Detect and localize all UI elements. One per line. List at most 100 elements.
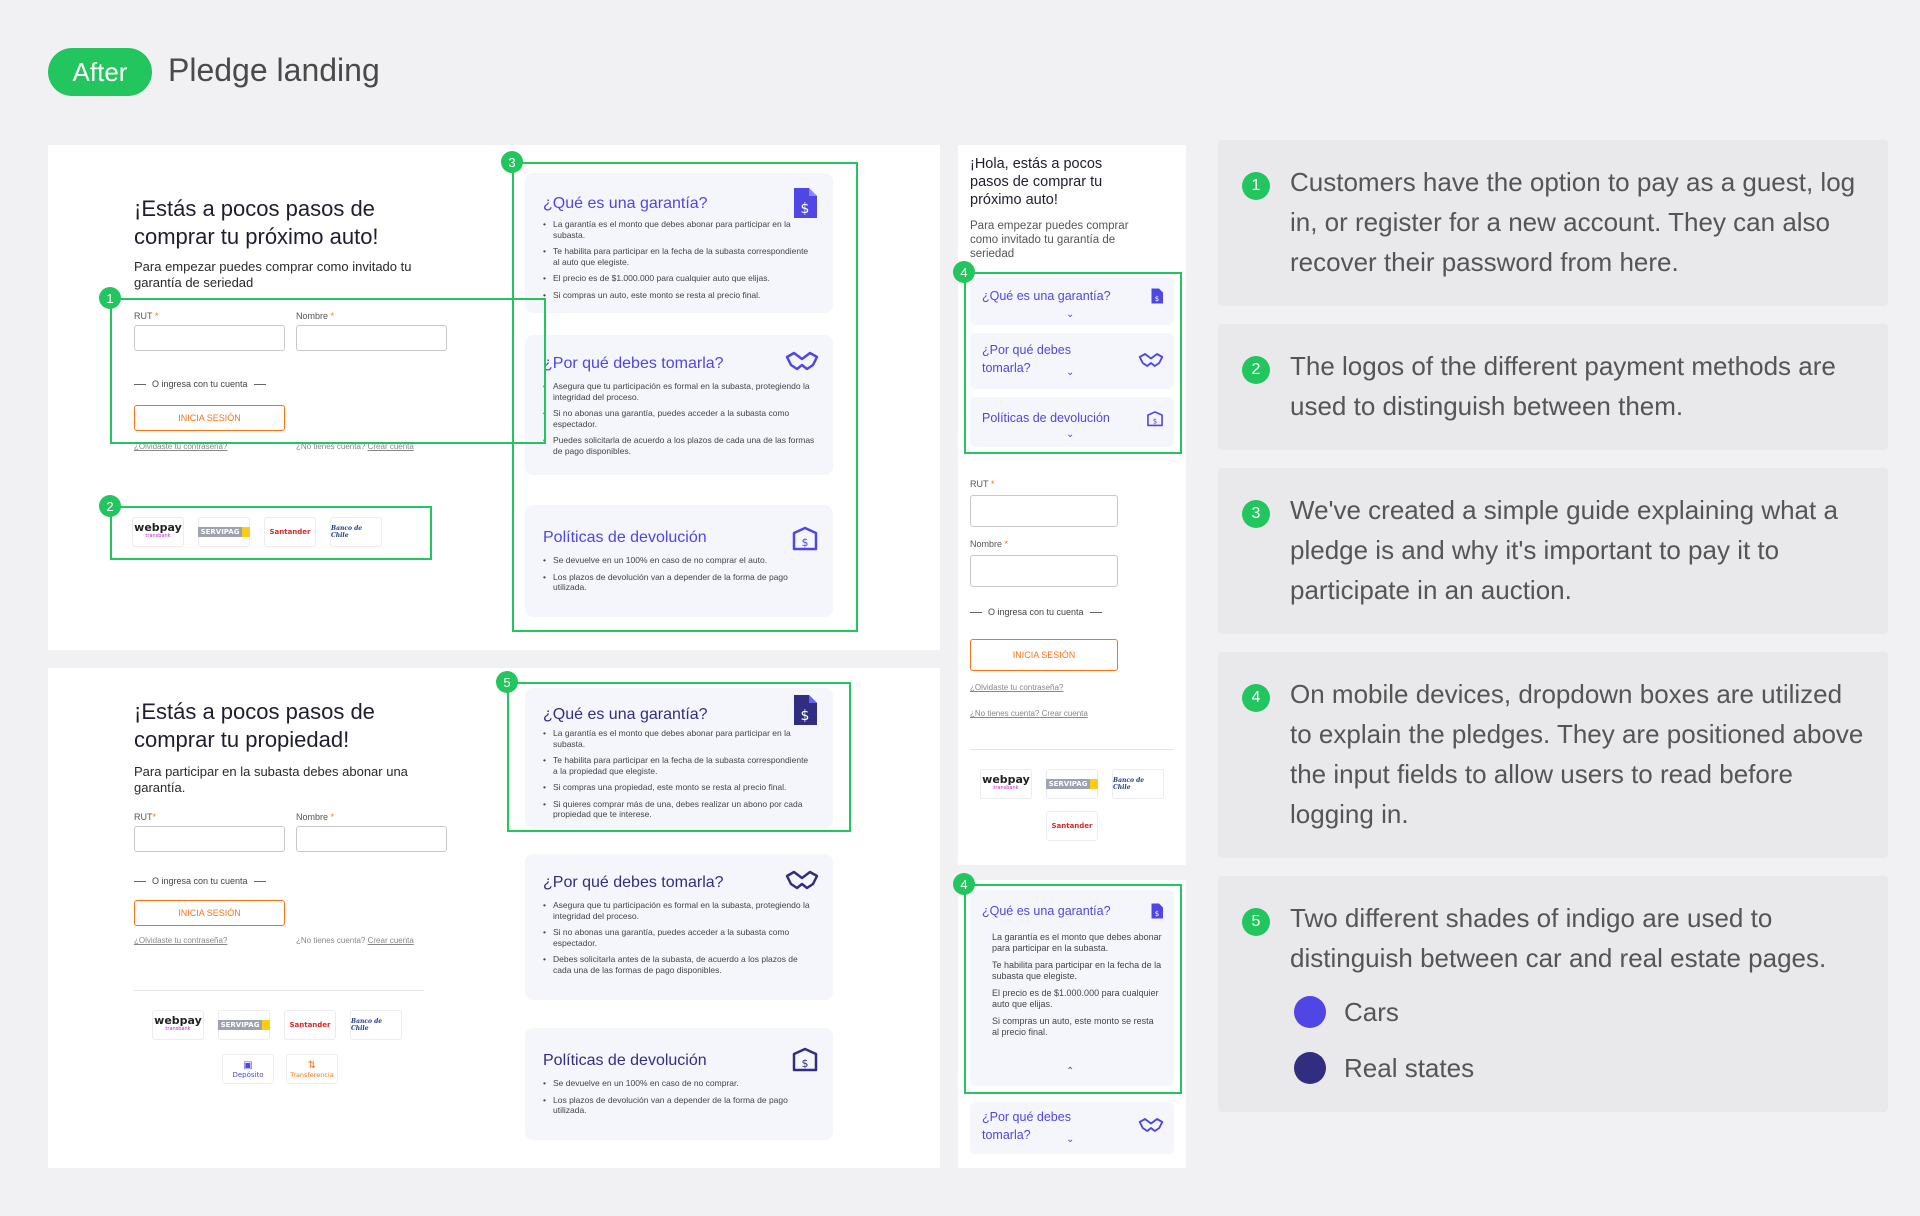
rut-input[interactable] bbox=[970, 495, 1118, 527]
servipag-logo[interactable]: SERVIPAG bbox=[1045, 769, 1099, 799]
guide-card-title: ¿Qué es una garantía? bbox=[543, 706, 708, 723]
nombre-input[interactable] bbox=[970, 555, 1118, 587]
divider bbox=[970, 749, 1174, 750]
rut-input[interactable] bbox=[134, 325, 285, 351]
rut-input[interactable] bbox=[134, 826, 285, 852]
list-item: Asegura que tu participación es formal e… bbox=[543, 900, 815, 921]
list-item: El precio es de $1.000.000 para cualquie… bbox=[992, 988, 1159, 1009]
note-number: 5 bbox=[1242, 908, 1270, 936]
create-account-link[interactable]: Crear cuenta bbox=[367, 442, 414, 451]
refund-box-icon: $ bbox=[1147, 411, 1163, 427]
list-item: Te habilita para participar en la fecha … bbox=[992, 960, 1162, 981]
nombre-input[interactable] bbox=[296, 826, 447, 852]
car-form-title: ¡Estás a pocos pasos de comprar tu próxi… bbox=[134, 196, 379, 249]
accordion-what-is-pledge[interactable]: ¿Qué es una garantía? $ ⌄ bbox=[970, 277, 1174, 325]
marker-3: 3 bbox=[501, 151, 523, 173]
note-2: 2 The logos of the different payment met… bbox=[1218, 324, 1888, 450]
forgot-password-link[interactable]: ¿Olvidaste tu contraseña? bbox=[970, 683, 1064, 692]
nombre-input[interactable] bbox=[296, 325, 447, 351]
note-3: 3 We've created a simple guide explainin… bbox=[1218, 468, 1888, 634]
legend-cars: Cars bbox=[1294, 996, 1399, 1028]
note-number: 2 bbox=[1242, 356, 1270, 384]
forgot-password-link[interactable]: ¿Olvidaste tu contraseña? bbox=[134, 936, 228, 945]
page-title: Pledge landing bbox=[168, 52, 380, 88]
handshake-icon bbox=[1138, 1118, 1164, 1132]
desktop-property-card: ¡Estás a pocos pasos de comprar tu propi… bbox=[48, 668, 940, 1168]
note-text: Two different shades of indigo are used … bbox=[1290, 903, 1827, 973]
property-form-title: ¡Estás a pocos pasos de comprar tu propi… bbox=[134, 699, 375, 752]
accordion-why-take[interactable]: ¿Por qué debes tomarla? ⌄ bbox=[970, 333, 1174, 389]
login-button[interactable]: INICIA SESIÓN bbox=[134, 900, 285, 926]
guide-property-card-3: Políticas de devolución $ Se devuelve en… bbox=[525, 1028, 833, 1140]
accordion-why-take[interactable]: ¿Por qué debes tomarla? ⌄ bbox=[970, 1102, 1174, 1154]
create-account-text: ¿No tienes cuenta? Crear cuenta bbox=[296, 936, 414, 945]
chevron-down-icon: ⌄ bbox=[1066, 429, 1075, 440]
guide-property-card-2: ¿Por qué debes tomarla? Asegura que tu p… bbox=[525, 854, 833, 1000]
mobile-car-card: ¡Hola, estás a pocos pasos de comprar tu… bbox=[953, 145, 1186, 865]
servipag-logo[interactable]: SERVIPAG bbox=[197, 517, 251, 547]
accordion-title: ¿Por qué debes tomarla? bbox=[982, 343, 1071, 375]
bancochile-logo[interactable]: Banco de Chile bbox=[330, 517, 382, 547]
create-account-link[interactable]: ¿No tienes cuenta? Crear cuenta bbox=[970, 709, 1088, 718]
login-button[interactable]: INICIA SESIÓN bbox=[970, 639, 1118, 671]
car-form-subtitle: Para empezar puedes comprar como invitad… bbox=[134, 259, 412, 290]
marker-4: 4 bbox=[953, 261, 975, 283]
deposito-option[interactable]: ▣Depósito bbox=[222, 1054, 274, 1084]
nombre-label: Nombre * bbox=[296, 812, 335, 822]
login-button[interactable]: INICIA SESIÓN bbox=[134, 405, 285, 431]
forgot-password-link[interactable]: ¿Olvidaste tu contraseña? bbox=[134, 442, 228, 451]
list-item: Te habilita para participar en la fecha … bbox=[543, 246, 815, 267]
note-text: The logos of the different payment metho… bbox=[1290, 351, 1836, 421]
santander-logo[interactable]: Santander bbox=[264, 517, 316, 547]
list-item: Te habilita para participar en la fecha … bbox=[543, 755, 815, 776]
or-divider: O ingresa con tu cuenta bbox=[134, 379, 266, 389]
servipag-logo[interactable]: SERVIPAG bbox=[217, 1010, 271, 1040]
rut-label: RUT* bbox=[134, 812, 157, 822]
marker-4: 4 bbox=[953, 873, 975, 895]
note-4: 4 On mobile devices, dropdown boxes are … bbox=[1218, 652, 1888, 858]
rut-label: RUT * bbox=[970, 479, 995, 489]
bancochile-logo[interactable]: Banco de Chile bbox=[350, 1010, 402, 1040]
real-states-color-swatch bbox=[1294, 1052, 1326, 1084]
list-item: Si compras una propiedad, este monto se … bbox=[543, 782, 815, 793]
create-account-link[interactable]: Crear cuenta bbox=[367, 936, 414, 945]
accordion-list: La garantía es el monto que debes abonar… bbox=[982, 932, 1162, 1044]
chevron-down-icon: ⌄ bbox=[1066, 309, 1075, 320]
mobile-title: ¡Hola, estás a pocos pasos de comprar tu… bbox=[970, 156, 1103, 208]
highlight-box-3 bbox=[512, 162, 858, 632]
list-item: El precio es de $1.000.000 para cualquie… bbox=[543, 273, 815, 284]
santander-logo[interactable]: Santander bbox=[1046, 811, 1098, 841]
nombre-label: Nombre * bbox=[296, 311, 335, 321]
list-item: Los plazos de devolución van a depender … bbox=[543, 1095, 815, 1116]
handshake-icon bbox=[785, 870, 819, 890]
accordion-title: ¿Por qué debes tomarla? bbox=[982, 1110, 1071, 1142]
guide-card-title: ¿Por qué debes tomarla? bbox=[543, 874, 724, 891]
guide-property-card-1: ¿Qué es una garantía? $ La garantía es e… bbox=[525, 688, 833, 828]
list-item: Si no abonas una garantía, puedes accede… bbox=[543, 927, 815, 948]
santander-logo[interactable]: Santander bbox=[284, 1010, 336, 1040]
note-5: 5 Two different shades of indigo are use… bbox=[1218, 876, 1888, 1112]
refund-box-icon: $ bbox=[792, 526, 818, 551]
accordion-refund[interactable]: Políticas de devolución $ ⌄ bbox=[970, 397, 1174, 447]
svg-text:$: $ bbox=[1153, 417, 1158, 426]
note-1: 1 Customers have the option to pay as a … bbox=[1218, 140, 1888, 306]
transferencia-option[interactable]: ⇅Transferencia bbox=[286, 1054, 338, 1084]
list-item: La garantía es el monto que debes abonar… bbox=[543, 728, 815, 749]
after-badge: After bbox=[48, 48, 152, 96]
bancochile-logo[interactable]: Banco de Chile bbox=[1112, 769, 1164, 799]
list-item: Si quieres comprar más de una, debes rea… bbox=[543, 799, 815, 820]
handshake-icon bbox=[785, 351, 819, 371]
highlight-box-2 bbox=[110, 506, 432, 560]
highlight-box-1 bbox=[110, 298, 546, 444]
guide-card-title: ¿Por qué debes tomarla? bbox=[543, 355, 724, 372]
guide-card-list: Se devuelve en un 100% en caso de no com… bbox=[543, 1078, 815, 1122]
accordion-title: Políticas de devolución bbox=[982, 411, 1110, 425]
guide-car-card-2: ¿Por qué debes tomarla? Asegura que tu p… bbox=[525, 335, 833, 475]
guide-card-list: La garantía es el monto que debes abonar… bbox=[543, 728, 815, 826]
chevron-down-icon: ⌄ bbox=[1066, 1134, 1075, 1145]
accordion-what-is-pledge-expanded[interactable]: ¿Qué es una garantía? $ La garantía es e… bbox=[970, 890, 1174, 1086]
svg-text:$: $ bbox=[801, 201, 810, 217]
